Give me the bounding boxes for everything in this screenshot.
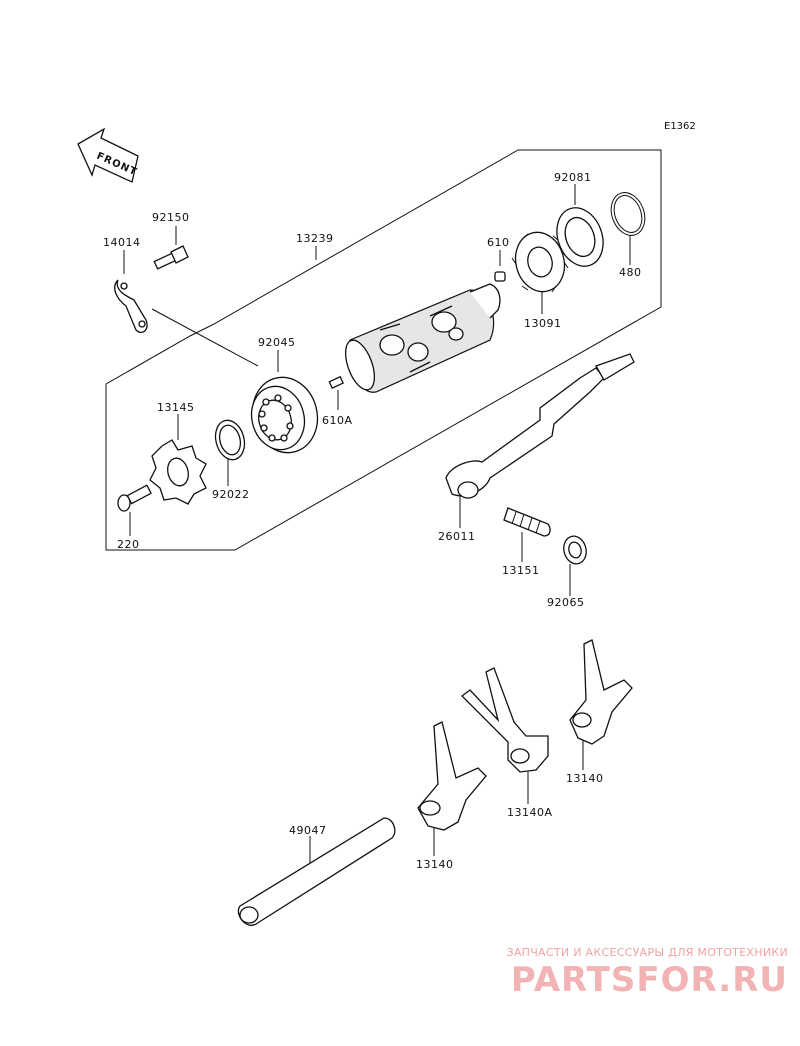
pin-610A xyxy=(328,375,344,390)
label-13145: 13145 xyxy=(157,401,195,414)
snap-ring-480 xyxy=(610,192,646,236)
front-arrow-icon: FRONT xyxy=(77,127,139,183)
shift-shaft-26011 xyxy=(445,353,635,499)
label-13140-left: 13140 xyxy=(416,858,454,871)
label-92045: 92045 xyxy=(258,336,296,349)
part-labels: 92150 14014 13239 610 92081 480 13091 92… xyxy=(103,171,642,871)
label-92081: 92081 xyxy=(554,171,592,184)
label-26011: 26011 xyxy=(438,530,476,543)
bearing-92045 xyxy=(250,376,319,454)
label-13140A: 13140A xyxy=(507,806,553,819)
shift-drum-13239 xyxy=(344,283,501,393)
washer-92065 xyxy=(563,535,587,565)
label-480: 480 xyxy=(619,266,642,279)
shift-fork-13140A xyxy=(461,667,549,773)
fork-shaft-49047 xyxy=(237,817,396,926)
label-610A: 610A xyxy=(322,414,353,427)
label-92022: 92022 xyxy=(212,488,250,501)
gear-13091 xyxy=(511,231,569,293)
figure-code: E1362 xyxy=(664,121,696,132)
label-13151: 13151 xyxy=(502,564,540,577)
label-14014: 14014 xyxy=(103,236,141,249)
ring-92081 xyxy=(556,207,604,267)
label-13140-right: 13140 xyxy=(566,772,604,785)
screw-220 xyxy=(117,484,152,512)
label-49047: 49047 xyxy=(289,824,327,837)
bolt-92150 xyxy=(153,245,189,270)
watermark-logo: PARTSFOR.RU xyxy=(510,960,788,1000)
washer-92022 xyxy=(214,419,246,461)
shift-fork-13140-right xyxy=(569,639,633,745)
label-92150: 92150 xyxy=(152,211,190,224)
label-13091: 13091 xyxy=(524,317,562,330)
watermark-subtitle: ЗАПЧАСТИ И АКСЕССУАРЫ ДЛЯ МОТОТЕХНИКИ xyxy=(506,946,788,959)
star-wheel-13145 xyxy=(149,439,207,505)
label-610: 610 xyxy=(487,236,510,249)
label-220: 220 xyxy=(117,538,140,551)
pin-610 xyxy=(494,271,506,282)
plate-14014 xyxy=(114,279,148,334)
shift-fork-13140-left xyxy=(417,721,487,831)
assembly-outline xyxy=(105,149,662,551)
label-92065: 92065 xyxy=(547,596,585,609)
spring-pin-13151 xyxy=(503,507,551,537)
label-13239: 13239 xyxy=(296,232,334,245)
